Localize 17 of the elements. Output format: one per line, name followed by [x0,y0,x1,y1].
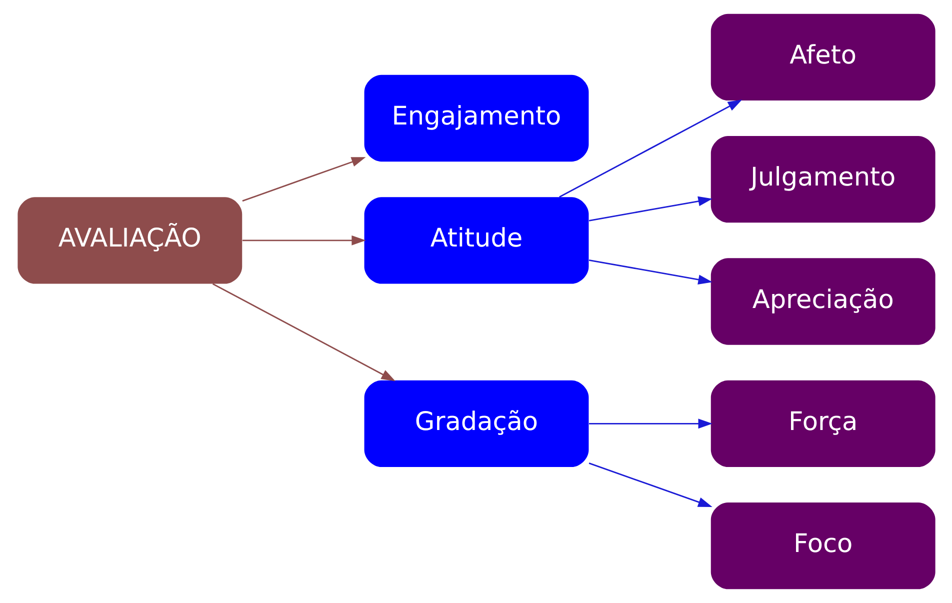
arrow [588,462,712,507]
node-box: Julgamento [710,136,935,223]
node-box: AVALIAÇÃO [17,197,242,284]
node-box: Afeto [710,14,935,100]
arrow [212,283,395,382]
node-box: Foco [710,502,935,590]
arrow [588,259,712,284]
arrow [588,418,712,429]
arrow [242,235,366,246]
node-box: Apreciação [710,258,935,345]
arrow [558,100,742,198]
node-box: Atitude [364,197,588,284]
arrow [242,157,366,202]
node-box: Força [710,380,935,467]
node-box: Engajamento [364,74,588,162]
node-box: Gradação [364,380,588,467]
arrow [588,196,712,222]
